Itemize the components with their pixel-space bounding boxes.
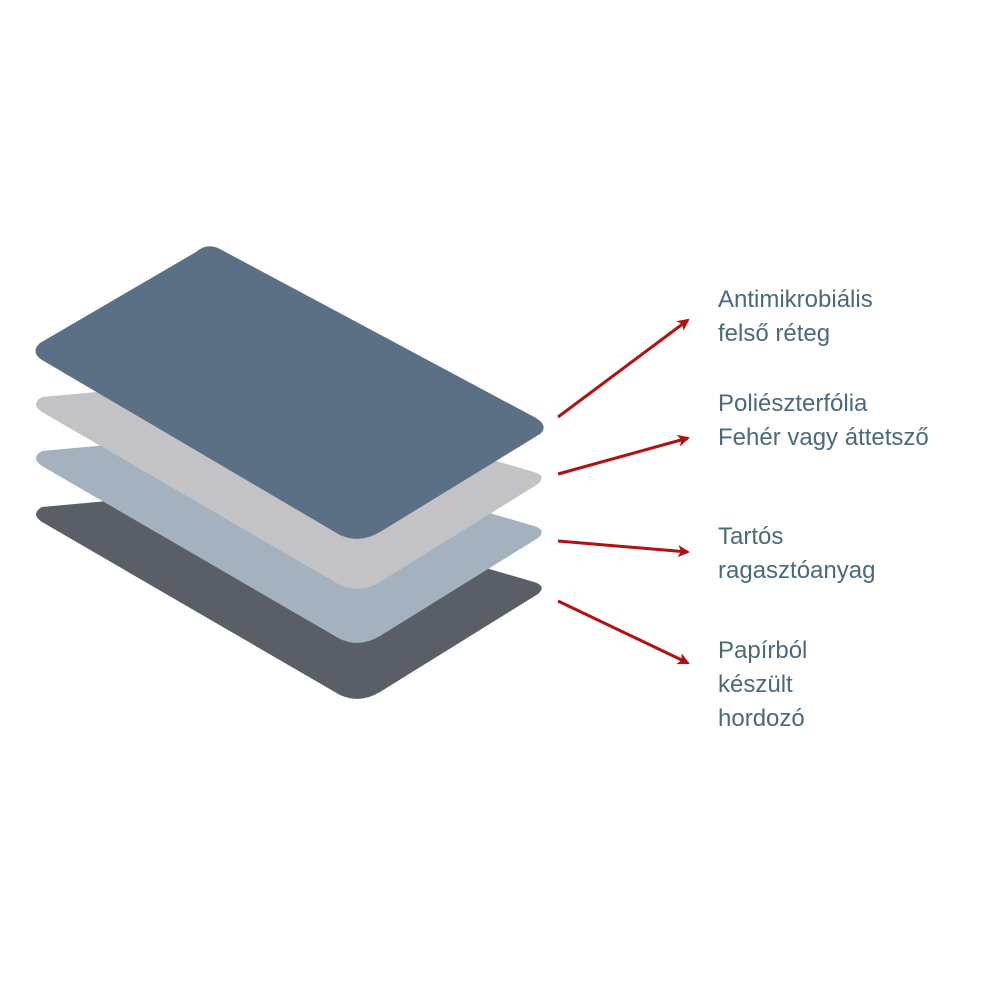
label-line: Poliészterfólia (718, 390, 868, 417)
label-line: készült (718, 671, 793, 698)
arrow-antimicrobial (557, 318, 690, 419)
label-line: Tartós (718, 523, 784, 550)
label-polyester-film: Poliészterfólia Fehér vagy áttetsző (718, 387, 929, 455)
arrow-adhesive (557, 539, 690, 558)
label-line: Papírból (718, 637, 808, 664)
label-paper-carrier: Papírból készült hordozó (718, 634, 807, 736)
label-line: Fehér vagy áttetsző (718, 424, 929, 451)
arrow-paper (557, 599, 690, 665)
layer-antimicrobial-top (35, 246, 544, 539)
label-antimicrobial-top-layer: Antimikrobiális felső réteg (718, 283, 873, 351)
label-line: hordozó (718, 705, 805, 732)
label-line: ragasztóanyag (718, 557, 876, 584)
label-line: Antimikrobiális (718, 286, 873, 313)
arrow-polyester (557, 434, 690, 476)
label-line: felső réteg (718, 320, 831, 347)
label-permanent-adhesive: Tartós ragasztóanyag (718, 520, 875, 588)
